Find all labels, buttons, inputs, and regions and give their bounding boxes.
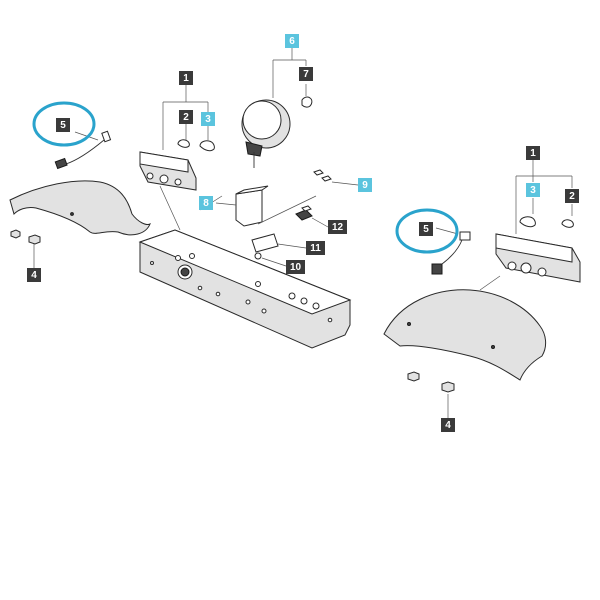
part-label-3-left: 3	[201, 112, 215, 126]
part-label-1-left: 1	[179, 71, 193, 85]
right-bulb-large	[519, 216, 536, 228]
right-bulb-small	[561, 219, 574, 228]
label-box	[306, 241, 325, 255]
left-bulb-large	[199, 140, 215, 152]
label-box	[201, 112, 215, 126]
label-box	[299, 67, 313, 81]
right-wire-harness	[441, 239, 463, 265]
label-box	[285, 34, 299, 48]
label-number: 1	[183, 73, 189, 84]
part-label-2-right: 2	[565, 189, 579, 203]
left-nut-large	[28, 234, 41, 245]
right-nut-small	[407, 371, 420, 382]
label-number: 4	[445, 420, 451, 431]
bolt-lower	[321, 175, 332, 182]
label-box	[441, 418, 455, 432]
label-number: 12	[332, 222, 344, 233]
label-box	[419, 222, 433, 236]
right-nut-large	[441, 381, 455, 393]
label-box	[358, 178, 372, 192]
label-box	[27, 268, 41, 282]
label-number: 1	[530, 148, 536, 159]
part-label-7: 7	[299, 67, 313, 81]
lamp-bracket	[235, 189, 263, 227]
part-label-8: 8	[199, 196, 213, 210]
mounting-clip	[251, 233, 279, 253]
label-number: 9	[362, 180, 368, 191]
part-label-4-left: 4	[27, 268, 41, 282]
part-label-1-right: 1	[526, 146, 540, 160]
label-box	[565, 189, 579, 203]
label-number: 11	[310, 243, 321, 254]
label-number: 7	[303, 69, 309, 80]
label-number: 8	[203, 198, 209, 209]
label-number: 5	[60, 120, 66, 131]
washer	[254, 252, 262, 260]
part-label-12: 12	[328, 220, 347, 234]
label-box	[199, 196, 213, 210]
license-plate-bracket-assembly	[138, 48, 359, 349]
work-lamp-bulb	[301, 96, 313, 108]
part-label-4-right: 4	[441, 418, 455, 432]
label-number: 3	[205, 114, 211, 125]
label-box	[286, 260, 305, 274]
switch-unit	[295, 209, 313, 221]
label-number: 5	[423, 224, 429, 235]
part-label-5-right: 5	[419, 222, 433, 236]
part-label-11: 11	[306, 241, 325, 255]
left-bulb-small	[177, 139, 190, 148]
left-fender	[9, 180, 151, 236]
right-wire-connector	[431, 263, 443, 275]
left-lamp-assembly	[9, 85, 215, 268]
label-number: 4	[31, 270, 37, 281]
label-number: 6	[289, 36, 295, 47]
right-lamp-assembly	[383, 160, 581, 418]
label-box	[179, 71, 193, 85]
right-fender	[383, 289, 547, 381]
part-label-10: 10	[286, 260, 305, 274]
label-box	[526, 183, 540, 197]
label-box	[56, 118, 70, 132]
label-number: 3	[530, 185, 536, 196]
callout-ring-left	[32, 101, 96, 147]
part-label-5-left: 5	[56, 118, 70, 132]
label-box	[179, 110, 193, 124]
part-label-6: 6	[285, 34, 299, 48]
left-nut-small	[10, 229, 21, 239]
label-number: 2	[569, 191, 575, 202]
bolt-upper	[313, 169, 324, 176]
left-wire-harness	[65, 139, 105, 165]
part-label-3-right: 3	[526, 183, 540, 197]
label-box	[328, 220, 347, 234]
label-box	[526, 146, 540, 160]
part-label-2-left: 2	[179, 110, 193, 124]
label-number: 10	[290, 262, 302, 273]
left-wire-connector	[54, 157, 68, 170]
part-label-9: 9	[358, 178, 372, 192]
callout-ring-right	[395, 208, 459, 254]
label-number: 2	[183, 112, 189, 123]
